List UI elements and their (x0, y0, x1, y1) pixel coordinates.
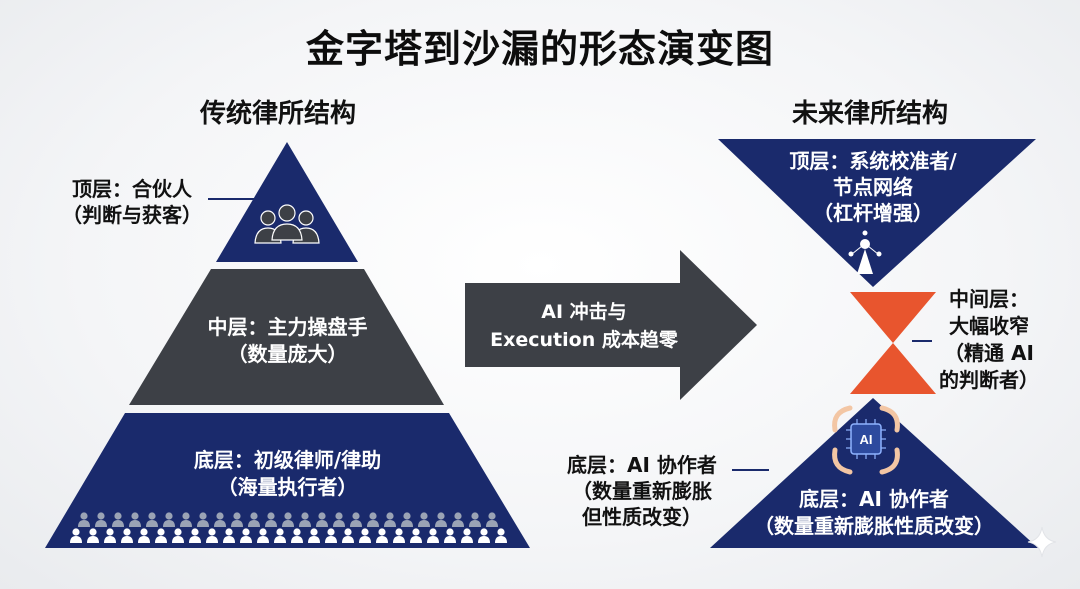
crowd-person-icon (376, 528, 388, 543)
pyramid-middle-label-line2: （数量庞大） (227, 342, 348, 366)
crowd-person-icon (240, 528, 252, 543)
hourglass-middle-label-line3: （精通 AI (944, 341, 1034, 365)
crowd-person-icon (206, 528, 218, 543)
crowd-person-icon (282, 512, 294, 527)
pyramid-bottom-label-line2: （海量执行者） (217, 475, 358, 499)
crowd-person-icon (163, 512, 175, 527)
crowd-person-icon (461, 528, 473, 543)
hourglass-bottom-tier (710, 398, 1038, 548)
crowd-person-icon (265, 512, 277, 527)
crowd-person-icon (291, 528, 303, 543)
pyramid-bottom-label: 底层：初级律师/律助 （海量执行者） (150, 447, 425, 501)
traditional-heading: 传统律所结构 (199, 99, 356, 129)
crowd-person-icon (333, 512, 345, 527)
crowd-person-icon (223, 528, 235, 543)
crowd-person-icon (146, 512, 158, 527)
people-group-icon (254, 204, 320, 244)
crowd-person-icon (316, 512, 328, 527)
crowd-person-icon (342, 528, 354, 543)
arrow-label-line1: AI 冲击与 (541, 301, 627, 323)
crowd-person-icon (495, 528, 507, 543)
crowd-person-icon (257, 528, 269, 543)
hourglass-middle-label-line2: 大幅收窄 (949, 314, 1029, 338)
crowd-person-icon (308, 528, 320, 543)
crowd-person-icon (172, 528, 184, 543)
crowd-person-icon (393, 528, 405, 543)
hourglass-top-label-line2: 节点网络 (833, 175, 913, 199)
crowd-person-icon (87, 528, 99, 543)
crowd-person-icon (189, 528, 201, 543)
crowd-person-icon (452, 512, 464, 527)
pyramid-top-tier (216, 142, 358, 262)
crowd-person-icon (410, 528, 422, 543)
crowd-person-icon (325, 528, 337, 543)
crowd-person-icon (70, 528, 82, 543)
crowd-person-icon (384, 512, 396, 527)
hourglass-top-tier (718, 139, 1036, 287)
crowd-person-icon (180, 512, 192, 527)
crowd-person-icon (138, 528, 150, 543)
hourglass-top-label: 顶层：系统校准者/ 节点网络 （杠杆增强） (760, 148, 986, 226)
pyramid-top-label: 顶层：合伙人 （判断与获客） (52, 176, 212, 228)
hourglass-bottom-inner-line1: 底层：AI 协作者 (799, 487, 949, 511)
pyramid-middle-tier (129, 269, 444, 405)
hourglass-bottom-outer-line3: 但性质改变） (582, 505, 702, 529)
hourglass-bottom-outer-line1: 底层：AI 协作者 (567, 453, 717, 477)
crowd-person-icon (350, 512, 362, 527)
crowd-person-icon (478, 528, 490, 543)
arrow-label-line2: Execution 成本趋零 (490, 329, 678, 351)
hourglass-bottom-outer-label: 底层：AI 协作者 （数量重新膨胀 但性质改变） (552, 452, 732, 530)
hourglass-bottom-inner-label: 底层：AI 协作者 （数量重新膨胀性质改变） (745, 486, 1003, 540)
crowd-person-icon (274, 528, 286, 543)
sparkle-icon (1027, 526, 1057, 558)
crowd-person-icon (401, 512, 413, 527)
hourglass-top-label-line3: （杠杆增强） (813, 201, 933, 225)
hourglass-middle-label-line1: 中间层： (949, 287, 1029, 311)
crowd-person-icon (78, 512, 90, 527)
crowd-person-icon (104, 528, 116, 543)
crowd-person-icon (359, 528, 371, 543)
crowd-person-icon (95, 512, 107, 527)
crowd-person-icon (129, 512, 141, 527)
crowd-person-icon (486, 512, 498, 527)
pyramid-bottom-label-line1: 底层：初级律师/律助 (193, 448, 382, 472)
transition-arrow (465, 250, 757, 400)
hourglass-middle-label: 中间层： 大幅收窄 （精通 AI 的判断者） (930, 286, 1048, 394)
hourglass-bottom-inner-line2: （数量重新膨胀性质改变） (754, 514, 994, 538)
ai-chip-text: AI (860, 432, 873, 447)
page-title: 金字塔到沙漏的形态演变图 (305, 27, 774, 71)
crowd-person-icon (444, 528, 456, 543)
arrow-label: AI 冲击与 Execution 成本趋零 (468, 298, 700, 354)
pyramid-middle-label-line1: 中层：主力操盘手 (207, 315, 368, 339)
crowd-person-icon (435, 512, 447, 527)
crowd-person-icon (299, 512, 311, 527)
crowd-person-icon (367, 512, 379, 527)
crowd-person-icon (155, 528, 167, 543)
pyramid-middle-label: 中层：主力操盘手 （数量庞大） (180, 314, 395, 368)
hourglass-middle-tier (850, 292, 936, 394)
crowd-person-icon (197, 512, 209, 527)
crowd-person-icon (231, 512, 243, 527)
hourglass-bottom-outer-line2: （数量重新膨胀 (572, 479, 712, 503)
network-node-icon (848, 230, 882, 274)
crowd-person-icon (248, 512, 260, 527)
pyramid-top-label-line1: 顶层：合伙人 (72, 177, 192, 201)
crowd-icon (70, 512, 507, 543)
pyramid-top-label-line2: （判断与获客） (62, 203, 202, 227)
hourglass-top-label-line1: 顶层：系统校准者/ (789, 149, 957, 173)
hourglass-middle-label-line4: 的判断者） (939, 368, 1039, 392)
crowd-person-icon (427, 528, 439, 543)
ai-chip-hands-icon: AI (832, 405, 900, 475)
crowd-person-icon (214, 512, 226, 527)
crowd-person-icon (121, 528, 133, 543)
crowd-person-icon (418, 512, 430, 527)
crowd-person-icon (469, 512, 481, 527)
crowd-person-icon (112, 512, 124, 527)
future-heading: 未来律所结构 (791, 99, 948, 129)
